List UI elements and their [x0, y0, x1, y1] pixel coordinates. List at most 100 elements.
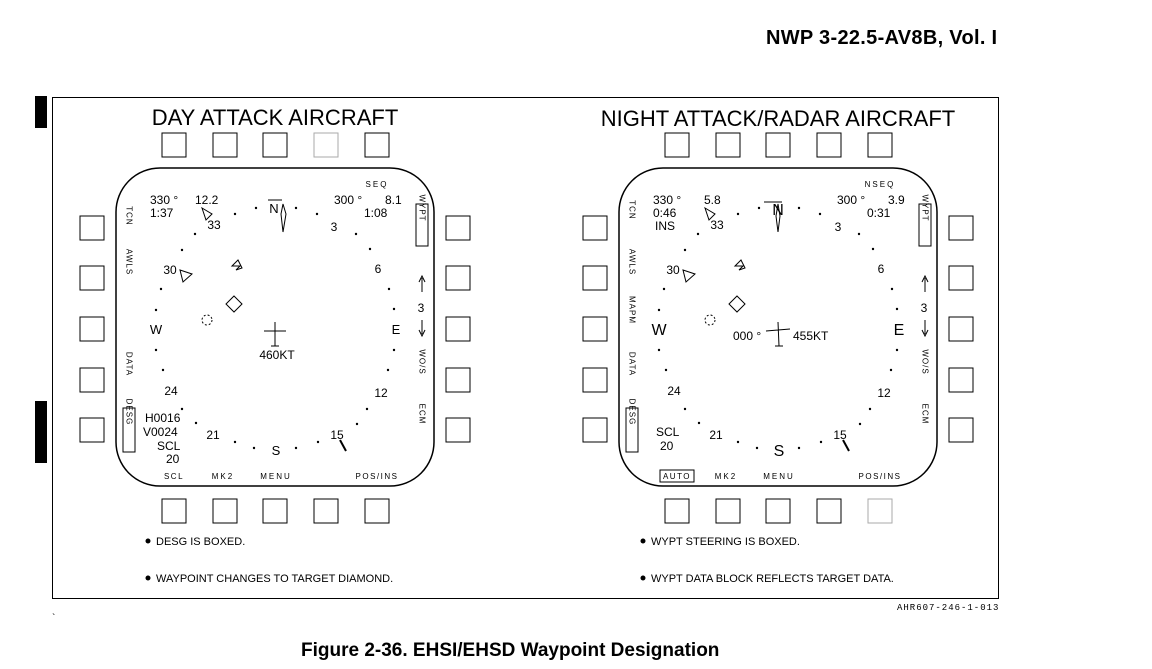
option-label-desg[interactable]: DESG [628, 399, 637, 426]
target-diamond-icon [225, 295, 243, 313]
top-pushbutton[interactable] [161, 132, 187, 158]
option-label-mk2: MK2 [715, 472, 737, 481]
waypoint-source: INS [655, 219, 675, 233]
desg-box [122, 407, 136, 453]
option-label-data: DATA [125, 352, 134, 376]
bottom-pushbutton[interactable] [715, 498, 741, 524]
desg-box [625, 407, 639, 453]
display-title: NIGHT ATTACK/RADAR AIRCRAFT [601, 106, 955, 131]
bottom-pushbutton[interactable] [664, 498, 690, 524]
right-pushbutton[interactable] [445, 367, 471, 393]
compass-dots [154, 206, 396, 450]
wypt-box [415, 203, 429, 247]
down-arrow-icon [418, 320, 426, 338]
left-pushbutton[interactable] [79, 367, 105, 393]
option-label-wypt[interactable]: WYPT [418, 194, 427, 221]
target-time: 1:08 [364, 206, 388, 220]
right-pushbutton[interactable] [445, 316, 471, 342]
option-label-auto[interactable]: AUTO [663, 472, 691, 481]
airfield-symbol-icon [230, 259, 243, 271]
compass-label-33: 33 [207, 218, 221, 232]
left-pushbutton[interactable] [79, 316, 105, 342]
heading-tick [842, 439, 850, 452]
top-pushbutton[interactable] [364, 132, 390, 158]
right-pushbutton[interactable] [948, 367, 974, 393]
left-pushbutton[interactable] [582, 367, 608, 393]
waypoint-circle-icon [201, 314, 213, 326]
note-2: WYPT DATA BLOCK REFLECTS TARGET DATA. [651, 573, 894, 585]
left-pushbutton[interactable] [582, 417, 608, 443]
bottom-pushbutton[interactable] [765, 498, 791, 524]
right-pushbutton[interactable] [948, 265, 974, 291]
left-pushbutton[interactable] [79, 417, 105, 443]
bottom-pushbutton[interactable] [313, 498, 339, 524]
top-pushbutton[interactable] [313, 132, 339, 158]
figure-reference-code: AHR607-246-1-013 [897, 603, 1000, 613]
compass-label-24: 24 [667, 384, 681, 398]
target-time: 0:31 [867, 206, 891, 220]
target-distance: 3.9 [888, 193, 905, 207]
bottom-pushbutton[interactable] [364, 498, 390, 524]
option-label-wypt[interactable]: WYPT [921, 194, 930, 221]
bottom-pushbutton[interactable] [161, 498, 187, 524]
option-label-ecm: ECM [921, 404, 930, 425]
compass-label-6: 6 [878, 262, 885, 276]
footnote-mark: ` [52, 613, 56, 624]
option-label-desg[interactable]: DESG [125, 399, 134, 426]
left-pushbutton[interactable] [582, 265, 608, 291]
top-pushbutton[interactable] [664, 132, 690, 158]
top-pushbutton[interactable] [212, 132, 238, 158]
up-arrow-icon [418, 274, 426, 292]
compass-label-3: 3 [835, 220, 842, 234]
option-label-mk2: MK2 [212, 472, 234, 481]
top-pushbutton[interactable] [262, 132, 288, 158]
top-pushbutton[interactable] [765, 132, 791, 158]
compass-label-24: 24 [164, 384, 178, 398]
bullet-icon [145, 538, 151, 544]
day-attack-display: DAY ATTACK AIRCRAFT SEQ SCL MK2 MENU POS… [79, 105, 471, 585]
waypoint-time: 0:46 [653, 206, 677, 220]
waypoint-circle-icon [704, 314, 716, 326]
right-pushbutton[interactable] [948, 316, 974, 342]
bottom-pushbutton[interactable] [212, 498, 238, 524]
right-pushbutton[interactable] [445, 265, 471, 291]
compass-label-21: 21 [709, 428, 723, 442]
right-pushbutton[interactable] [948, 417, 974, 443]
compass-label-12: 12 [374, 386, 388, 400]
compass-label-n: N [269, 201, 278, 216]
compass-dots [657, 206, 899, 450]
option-label-awls: AWLS [125, 249, 134, 275]
option-label-awls: AWLS [628, 249, 637, 275]
compass-label-s: S [774, 443, 785, 460]
bottom-pushbutton[interactable] [816, 498, 842, 524]
compass-label-e: E [894, 322, 905, 339]
top-pushbutton[interactable] [867, 132, 893, 158]
option-label-ecm: ECM [418, 404, 427, 425]
option-label-wos: WO/S [921, 349, 930, 374]
right-pushbutton[interactable] [445, 215, 471, 241]
aircraft-symbol-icon [765, 321, 791, 347]
wind-arrow-icon [280, 203, 287, 233]
option-label-nseq: NSEQ [865, 180, 896, 189]
top-pushbutton[interactable] [715, 132, 741, 158]
data-block-line-4: 20 [166, 452, 180, 466]
bullet-icon [640, 538, 646, 544]
waypoint-bearing: 330 ° [150, 193, 178, 207]
top-pushbutton[interactable] [816, 132, 842, 158]
right-pushbutton[interactable] [445, 417, 471, 443]
compass-label-s: S [272, 443, 281, 458]
right-pushbutton[interactable] [948, 215, 974, 241]
figure-caption: Figure 2-36. EHSI/EHSD Waypoint Designat… [301, 640, 720, 661]
tacan-station-icon [682, 269, 696, 283]
left-pushbutton[interactable] [79, 215, 105, 241]
wind-arrow-icon [775, 203, 781, 233]
bottom-pushbutton[interactable] [262, 498, 288, 524]
note-1: DESG IS BOXED. [156, 536, 245, 548]
bottom-pushbutton[interactable] [867, 498, 893, 524]
data-block-line-2: V0024 [143, 425, 178, 439]
option-label-posins: POS/INS [356, 472, 399, 481]
left-pushbutton[interactable] [582, 215, 608, 241]
left-pushbutton[interactable] [582, 316, 608, 342]
left-pushbutton[interactable] [79, 265, 105, 291]
